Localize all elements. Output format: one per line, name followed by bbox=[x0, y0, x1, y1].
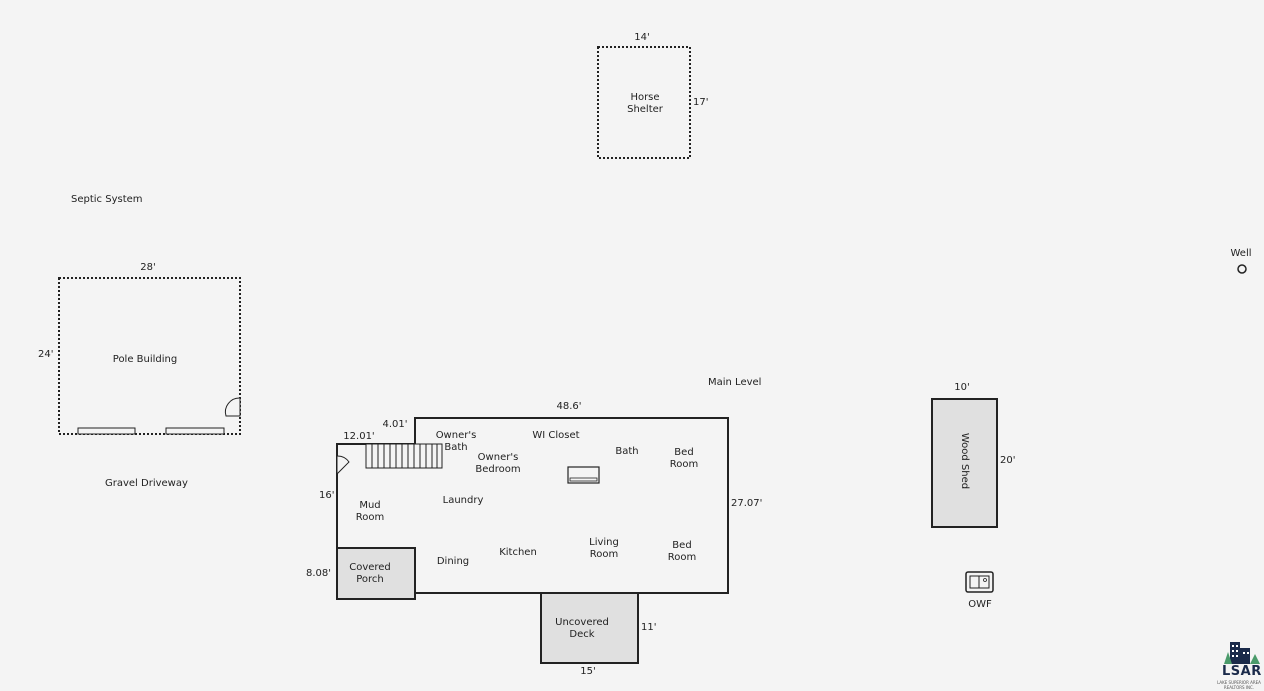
laundry-label: Laundry bbox=[442, 495, 484, 506]
septic-system-label: Septic System bbox=[71, 194, 143, 205]
kitchen-label: Kitchen bbox=[499, 547, 537, 558]
dim-4-01-label: 4.01' bbox=[382, 419, 408, 430]
deck-depth-label: 11' bbox=[641, 622, 657, 633]
wood-shed-height-label: 20' bbox=[1000, 455, 1016, 466]
garage-door-left bbox=[77, 427, 136, 435]
fireplace-icon bbox=[567, 466, 600, 484]
horse-shelter-height-label: 17' bbox=[693, 97, 709, 108]
dining-label: Dining bbox=[436, 556, 470, 567]
wi-closet-label: WI Closet bbox=[532, 430, 580, 441]
gravel-driveway-label: Gravel Driveway bbox=[105, 478, 188, 489]
dim-16-label: 16' bbox=[319, 490, 335, 501]
owners-bedroom-label: Owner's Bedroom bbox=[475, 452, 521, 475]
lsar-logo-subtext: LAKE SUPERIOR AREA REALTORS INC. bbox=[1217, 680, 1261, 690]
pole-building-outline bbox=[58, 277, 241, 435]
fireplace-hearth bbox=[569, 477, 598, 482]
well-label: Well bbox=[1230, 248, 1252, 259]
covered-porch-outline bbox=[336, 547, 416, 600]
covered-porch-label: Covered Porch bbox=[349, 562, 391, 585]
mud-room-door bbox=[336, 455, 350, 476]
owf-label: OWF bbox=[968, 599, 992, 610]
uncovered-deck-outline bbox=[540, 592, 639, 664]
dim-8-08-label: 8.08' bbox=[306, 568, 332, 579]
deck-width-label: 15' bbox=[580, 666, 596, 677]
bedroom-1-label: Bed Room bbox=[669, 447, 699, 470]
mud-room-label: Mud Room bbox=[355, 500, 385, 523]
pole-building-door bbox=[224, 397, 241, 417]
well-icon bbox=[1237, 264, 1247, 274]
house-depth-label: 27.07' bbox=[731, 498, 763, 509]
horse-shelter-label: Horse Shelter bbox=[627, 92, 663, 115]
pole-building-height-label: 24' bbox=[38, 349, 54, 360]
pole-building-width-label: 28' bbox=[140, 262, 156, 273]
owf-icon bbox=[965, 571, 994, 593]
lsar-logo-text: LSAR bbox=[1222, 664, 1262, 679]
uncovered-deck-label: Uncovered Deck bbox=[555, 617, 609, 640]
house-width-label: 48.6' bbox=[556, 401, 582, 412]
stairs bbox=[365, 443, 443, 469]
living-room-label: Living Room bbox=[589, 537, 619, 560]
pole-building-label: Pole Building bbox=[112, 354, 178, 365]
owners-bath-label: Owner's Bath bbox=[435, 430, 477, 453]
main-level-label: Main Level bbox=[708, 377, 762, 388]
wood-shed-width-label: 10' bbox=[954, 382, 970, 393]
bedroom-2-label: Bed Room bbox=[667, 540, 697, 563]
horse-shelter-outline bbox=[597, 46, 691, 159]
horse-shelter-width-label: 14' bbox=[634, 32, 650, 43]
wood-shed-outline bbox=[931, 398, 998, 528]
bath-label: Bath bbox=[615, 446, 639, 457]
dim-12-01-label: 12.01' bbox=[343, 431, 375, 442]
garage-door-right bbox=[165, 427, 225, 435]
lsar-logo-icon bbox=[1224, 642, 1260, 664]
wood-shed-label: Wood Shed bbox=[959, 432, 970, 490]
